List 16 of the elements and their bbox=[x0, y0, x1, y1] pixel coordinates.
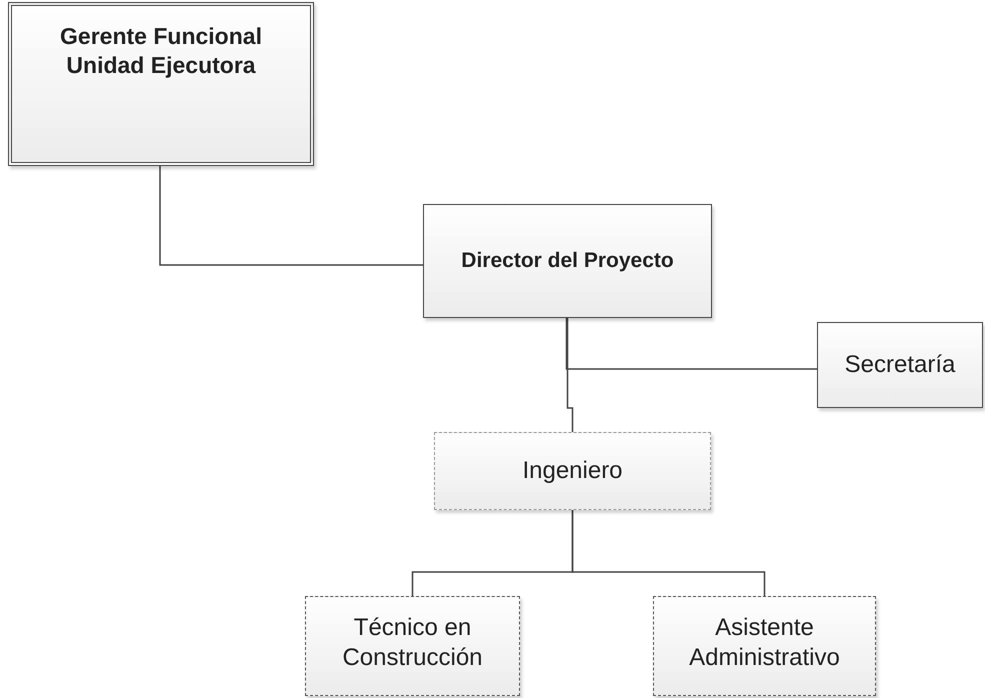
role-title: Técnico en Construcción bbox=[341, 613, 484, 673]
org-box bbox=[653, 596, 876, 696]
connector-line bbox=[572, 510, 766, 596]
role-title: Ingeniero bbox=[522, 456, 623, 486]
role-title: Asistente Administrativo bbox=[688, 613, 841, 673]
org-box bbox=[434, 432, 711, 510]
org-box bbox=[817, 322, 983, 408]
role-title: Director del Proyecto bbox=[461, 248, 674, 274]
role-title: Secretaría bbox=[844, 350, 956, 380]
connector-line bbox=[566, 318, 574, 432]
connector-line bbox=[566, 318, 817, 370]
org-box bbox=[8, 2, 314, 166]
org-box bbox=[423, 204, 712, 318]
org-box bbox=[305, 596, 520, 696]
connector-line bbox=[159, 166, 423, 266]
role-title: Gerente Funcional Unidad Ejecutora bbox=[59, 22, 263, 80]
